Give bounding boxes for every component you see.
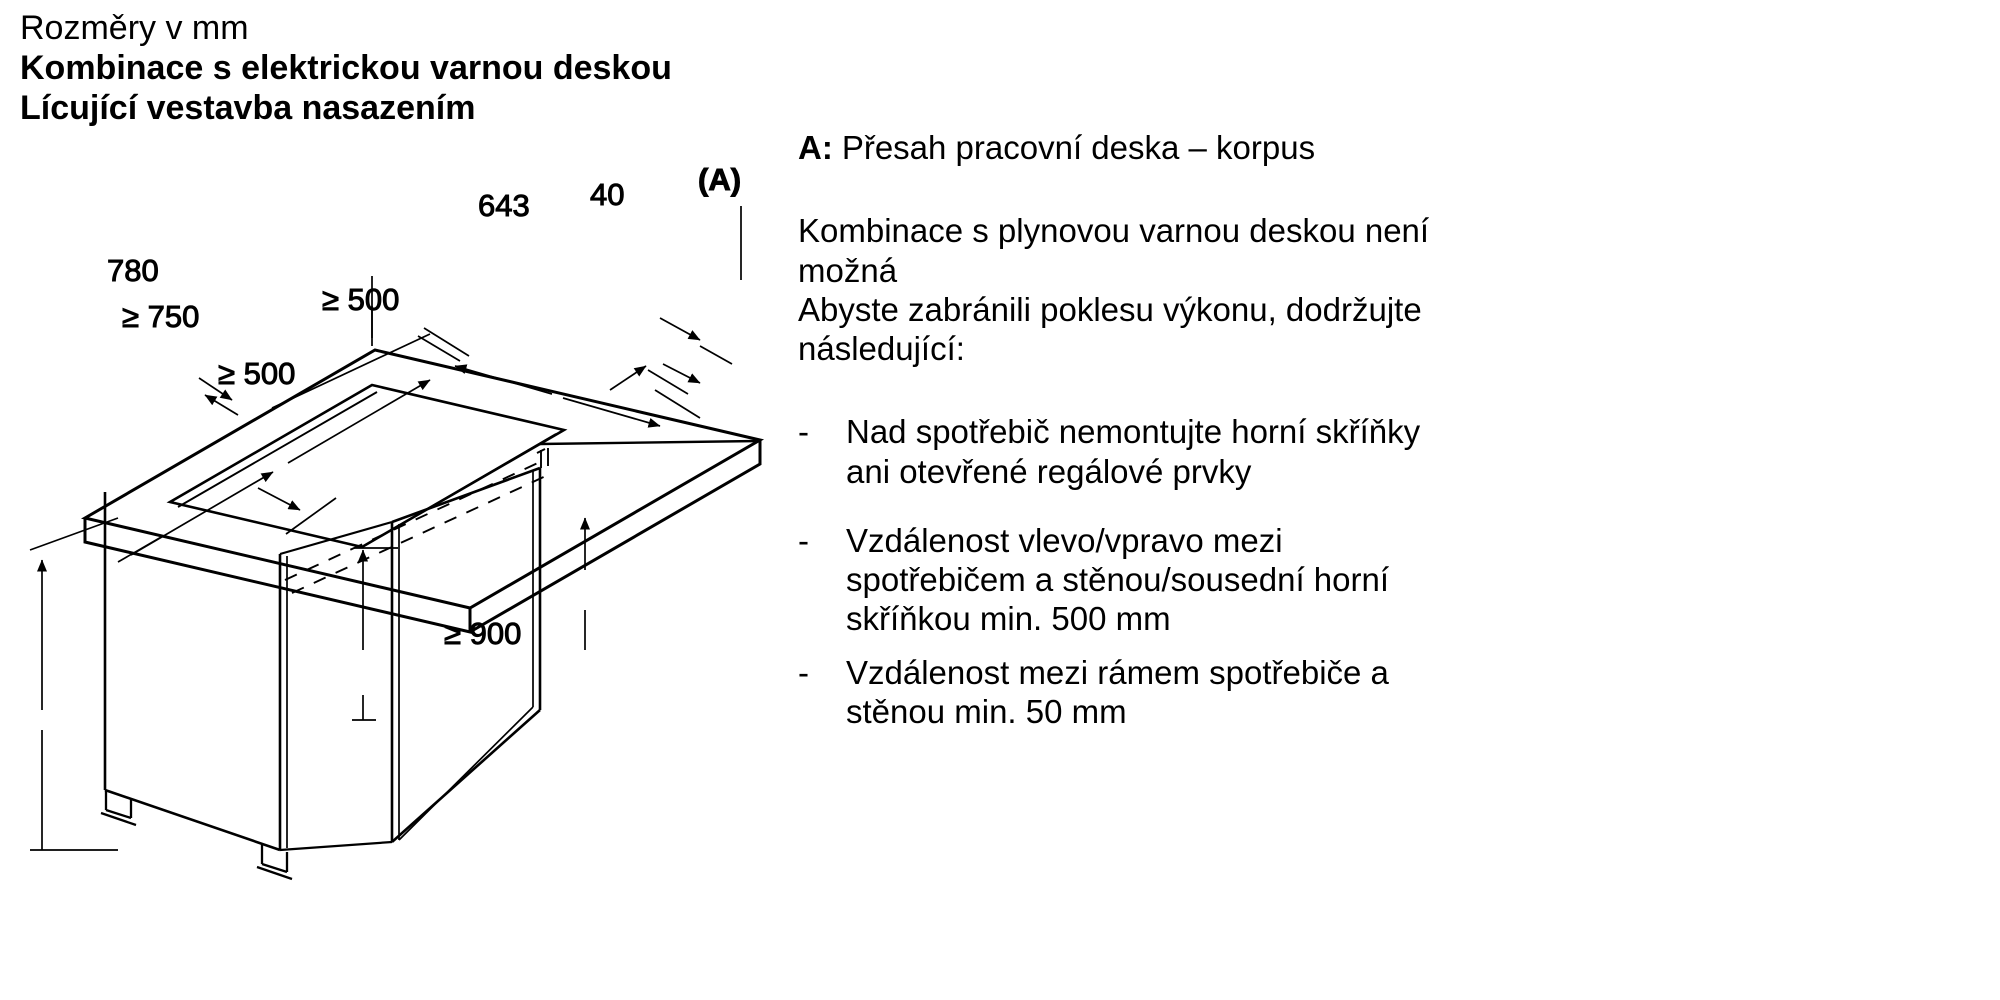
diagram-canvas: 780 643 40 (A) <box>29 162 765 881</box>
cabinet-left-panel <box>103 492 282 852</box>
dim-line-40 <box>647 363 701 395</box>
spacer-2 <box>798 368 1978 412</box>
legend-value-a: Přesah pracovní deska – korpus <box>841 129 1316 166</box>
worktop-rear-rail <box>539 439 759 446</box>
spacer-1 <box>798 167 1978 211</box>
dim-label-40: 40 <box>590 177 624 212</box>
cabinet-foot-left <box>100 790 137 827</box>
bullet-3-line-1: Vzdálenost mezi rámem spotřebiče a <box>846 653 1389 691</box>
bullet-1-line-1: Nad spotřebič nemontujte horní skříňky <box>846 413 1421 451</box>
callout-label-A: (A) <box>698 162 741 197</box>
dim-line-643 <box>423 327 701 428</box>
legend-overhang: A: Přesah pracovní deska – korpus <box>798 128 1978 167</box>
dim-line-A-overhang <box>609 345 733 391</box>
performance-note-line-2: následující: <box>798 330 965 368</box>
cabinet-panel-thickness <box>286 470 534 848</box>
performance-note-line-1: Abyste zabránili poklesu výkonu, dodržuj… <box>798 290 1422 328</box>
cabinet-right-panel <box>390 466 542 843</box>
bullet-item-2: - Vzdálenost vlevo/vpravo mezi spotřebič… <box>798 521 1978 639</box>
overhang-tick-marks <box>536 448 549 468</box>
worktop-top-surface <box>80 348 765 610</box>
dim-label-clearance-left: ≥ 500 <box>218 356 295 391</box>
dim-label-780: 780 <box>107 253 159 288</box>
dim-line-clearance-left <box>198 377 239 416</box>
bullet-item-1: - Nad spotřebič nemontujte horní skříňky… <box>798 412 1978 491</box>
callout-leader-A <box>659 206 742 341</box>
worktop-front-edge <box>83 440 762 634</box>
dim-line-worktop-height <box>29 517 119 851</box>
bullet-2-line-3: skříňkou min. 500 mm <box>846 600 1171 638</box>
bullet-1-text: Nad spotřebič nemontujte horní skříňky a… <box>846 412 1978 491</box>
bullet-2-line-2: spotřebičem a stěnou/sousední horní <box>846 561 1390 599</box>
gas-hob-note-line-1: Kombinace s plynovou varnou deskou není <box>798 212 1430 250</box>
page-title-line-1: Kombinace s elektrickou varnou deskou <box>20 49 672 88</box>
bullet-1-line-2: ani otevřené regálové prvky <box>846 452 1252 490</box>
bullet-marker: - <box>798 653 809 691</box>
cabinet-inner-edges <box>279 520 393 852</box>
notes-column: A: Přesah pracovní deska – korpus Kombin… <box>798 128 1978 731</box>
gas-hob-note-line-2: možná <box>798 251 898 289</box>
spacer-4 <box>798 639 1978 653</box>
bullet-2-text: Vzdálenost vlevo/vpravo mezi spotřebičem… <box>846 521 1978 639</box>
bullet-item-3: - Vzdálenost mezi rámem spotřebiče a stě… <box>798 653 1978 732</box>
spacer-3 <box>798 491 1978 521</box>
dim-line-780 <box>117 333 461 563</box>
dim-leader-750 <box>257 487 337 535</box>
dim-label-cabinet-width: ≥ 900 <box>444 616 521 651</box>
installation-diagram: 780 643 40 (A) <box>0 150 800 940</box>
bullet-marker: - <box>798 521 809 559</box>
bullet-2-line-1: Vzdálenost vlevo/vpravo mezi <box>846 521 1283 559</box>
units-note: Rozměry v mm <box>20 9 249 47</box>
bullet-3-text: Vzdálenost mezi rámem spotřebiče a stěno… <box>846 653 1978 732</box>
worktop-cutout <box>166 383 568 549</box>
dim-line-cabinet-width <box>352 517 590 721</box>
bullet-3-line-2: stěnou min. 50 mm <box>846 692 1127 730</box>
dim-label-643: 643 <box>478 188 530 223</box>
header-block: Rozměry v mm Kombinace s elektrickou var… <box>20 8 980 128</box>
worktop-cutout-depth <box>177 391 557 548</box>
dim-label-clearance-right: ≥ 500 <box>322 282 399 317</box>
page-title-line-2: Lícující vestavba nasazením <box>20 89 476 128</box>
legend-key-a: A: <box>798 129 833 166</box>
bullet-marker: - <box>798 413 809 451</box>
dim-label-worktop-height: ≥ 750 <box>122 299 199 334</box>
cabinet-foot-front <box>256 844 293 881</box>
